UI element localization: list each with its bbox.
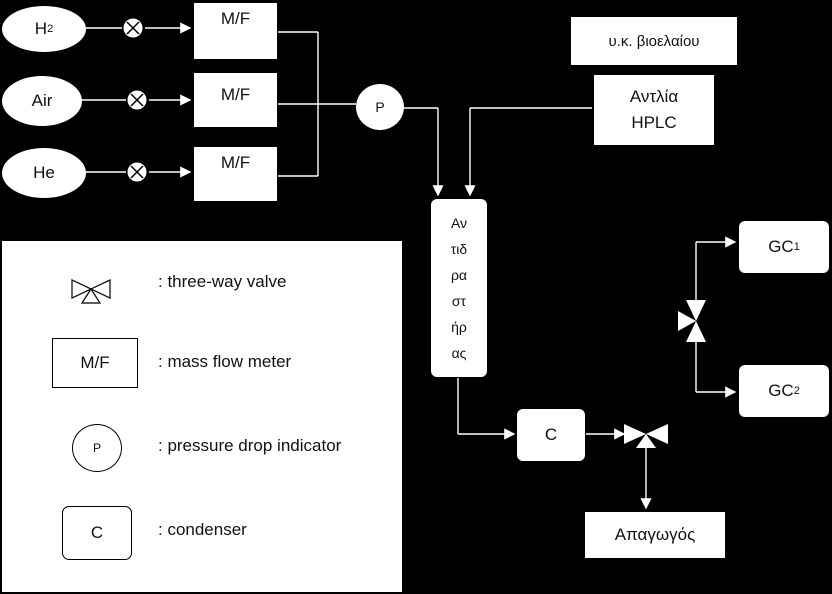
gc1-sub: 1 — [793, 241, 800, 253]
reactor-line: ας — [451, 345, 467, 361]
reactor-line: στ — [451, 293, 467, 309]
legend-c-label: C — [90, 523, 104, 542]
exhaust-box: Απαγωγός — [585, 512, 725, 558]
gas-h2-sub: 2 — [47, 23, 54, 35]
gc2-sub: 2 — [793, 385, 800, 397]
legend-mf-box: M/F — [52, 338, 138, 388]
legend-c-box: C — [62, 506, 132, 560]
condenser-box: C — [516, 408, 586, 462]
gas-air-label: Air — [31, 91, 53, 110]
three-way-valve-upper — [678, 300, 706, 342]
mf-box-1: M/F — [193, 2, 278, 60]
bio-oil-feed-box: υ.κ. βιοελαίου — [570, 16, 738, 66]
reactor-line: ήρ — [451, 319, 467, 335]
gas-h2-label: H — [34, 19, 48, 38]
legend-p-label: P — [92, 441, 101, 455]
mf-box-2: M/F — [193, 72, 278, 128]
legend-p-circle: P — [72, 424, 122, 472]
bio-oil-label: υ.κ. βιοελαίου — [608, 32, 700, 50]
mf-label-3: M/F — [220, 153, 251, 172]
legend-c-text: : condenser — [158, 520, 247, 539]
pump-line2: HPLC — [631, 113, 677, 132]
gas-he: He — [2, 148, 86, 198]
pressure-label: P — [375, 99, 385, 115]
mf-box-3: M/F — [193, 146, 278, 202]
gas-he-label: He — [33, 163, 55, 182]
pressure-indicator: P — [356, 84, 404, 130]
hplc-pump-box: Αντλία HPLC — [593, 74, 715, 146]
gc2-label: GC — [768, 381, 794, 400]
legend-valve-text: : three-way valve — [158, 272, 287, 291]
gas-air: Air — [2, 76, 82, 126]
reactor-line: ρα — [450, 267, 468, 283]
pump-line1: Αντλία — [629, 87, 679, 106]
exhaust-label: Απαγωγός — [614, 525, 696, 544]
three-way-valve-bottom — [624, 424, 668, 448]
legend-mf-text: : mass flow meter — [158, 352, 292, 371]
legend-mf-label: M/F — [80, 353, 110, 372]
mf-label-1: M/F — [220, 9, 251, 28]
condenser-label: C — [544, 425, 558, 444]
mf-label-2: M/F — [220, 85, 251, 104]
gas-valves — [122, 17, 148, 183]
legend-p-text: : pressure drop indicator — [158, 436, 342, 455]
reactor-box: Αν τιδ ρα στ ήρ ας — [430, 198, 488, 378]
reactor-line: τιδ — [450, 241, 468, 257]
gc1-label: GC — [768, 237, 794, 256]
reactor-line: Αν — [450, 215, 468, 231]
